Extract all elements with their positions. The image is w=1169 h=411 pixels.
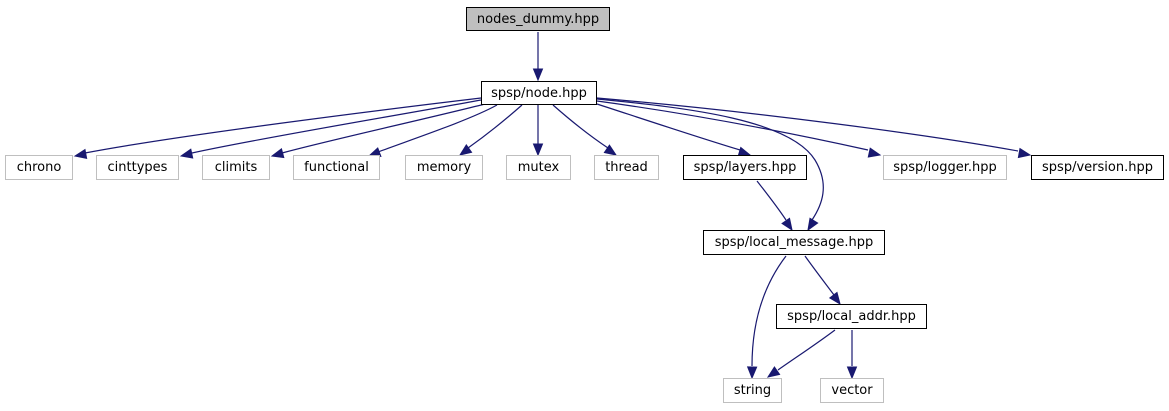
node-spsp-logger-hpp: spsp/logger.hpp — [883, 155, 1007, 180]
node-spsp-layers-hpp[interactable]: spsp/layers.hpp — [683, 155, 807, 180]
edge-line — [552, 104, 609, 149]
edge-node-to-chrono — [73, 97, 482, 160]
edge-line — [777, 329, 836, 371]
node-label: spsp/logger.hpp — [893, 160, 997, 175]
arrowhead-icon — [532, 143, 544, 157]
node-functional: functional — [293, 155, 380, 180]
node-spsp-node-hpp[interactable]: spsp/node.hpp — [481, 81, 597, 105]
node-label: spsp/node.hpp — [491, 85, 587, 101]
edge-layers-to-local-message — [756, 180, 793, 232]
edge-line — [756, 180, 787, 221]
arrowhead-icon — [766, 366, 781, 378]
node-label: spsp/local_addr.hpp — [787, 309, 916, 324]
edge-node-to-logger — [596, 100, 882, 158]
node-cinttypes: cinttypes — [96, 155, 179, 180]
edge-line — [467, 104, 523, 149]
node-thread: thread — [594, 155, 659, 180]
node-spsp-local-message-hpp[interactable]: spsp/local_message.hpp — [703, 230, 885, 255]
node-vector: vector — [820, 378, 884, 403]
edge-line — [281, 103, 486, 154]
edge-line — [377, 104, 498, 153]
arrowhead-icon — [746, 366, 758, 380]
node-label: vector — [831, 383, 873, 398]
node-climits: climits — [202, 155, 270, 180]
node-label: functional — [304, 160, 369, 175]
node-chrono: chrono — [5, 155, 73, 180]
node-label: spsp/local_message.hpp — [714, 235, 874, 250]
edge-node-to-thread — [552, 104, 618, 156]
node-label: cinttypes — [107, 160, 168, 175]
edge-local-message-to-string — [746, 255, 787, 380]
edge-node-to-cinttypes — [179, 99, 482, 159]
edge-node-to-local-message — [596, 98, 824, 232]
edge-line — [596, 97, 1019, 152]
edge-line — [751, 255, 787, 367]
edge-local-addr-to-vector — [846, 330, 858, 380]
edge-node-to-climits — [270, 103, 486, 159]
node-mutex: mutex — [506, 155, 571, 180]
edge-local-addr-to-string — [766, 329, 836, 378]
edge-line — [804, 255, 835, 296]
arrowhead-icon — [807, 217, 819, 232]
edge-line — [596, 100, 869, 151]
edge-node-to-mutex — [532, 105, 544, 157]
edge-node-to-memory — [458, 104, 523, 156]
edge-nodes-dummy-to-node — [532, 32, 544, 82]
edge-line — [596, 98, 824, 221]
arrowhead-icon — [867, 147, 882, 158]
edge-node-to-layers — [596, 103, 752, 157]
node-label: nodes_dummy.hpp — [476, 11, 600, 27]
arrowhead-icon — [179, 148, 194, 159]
edge-line — [596, 103, 741, 151]
arrowhead-icon — [846, 366, 858, 380]
node-string: string — [723, 378, 782, 403]
edge-line — [84, 97, 482, 154]
edge-local-message-to-local-addr — [804, 255, 841, 306]
edge-node-to-version — [596, 97, 1032, 159]
node-label: spsp/version.hpp — [1042, 160, 1153, 175]
arrowhead-icon — [270, 147, 285, 159]
arrowhead-icon — [781, 217, 793, 232]
edge-line — [191, 99, 482, 154]
node-label: mutex — [517, 160, 560, 175]
node-spsp-local-addr-hpp[interactable]: spsp/local_addr.hpp — [776, 304, 927, 329]
node-label: climits — [214, 160, 258, 175]
node-label: thread — [605, 160, 648, 175]
node-memory: memory — [405, 155, 483, 180]
arrowhead-icon — [1017, 147, 1032, 159]
arrowhead-icon — [828, 291, 841, 306]
arrowhead-icon — [458, 144, 473, 156]
node-label: string — [733, 383, 772, 398]
arrowhead-icon — [73, 148, 88, 160]
node-label: chrono — [16, 160, 62, 175]
edge-node-to-functional — [367, 104, 498, 157]
node-spsp-version-hpp[interactable]: spsp/version.hpp — [1031, 155, 1164, 180]
arrowhead-icon — [532, 68, 544, 82]
node-label: spsp/layers.hpp — [693, 160, 797, 175]
node-label: memory — [416, 160, 472, 175]
node-nodes-dummy-hpp[interactable]: nodes_dummy.hpp — [466, 7, 610, 31]
arrowhead-icon — [603, 144, 618, 156]
